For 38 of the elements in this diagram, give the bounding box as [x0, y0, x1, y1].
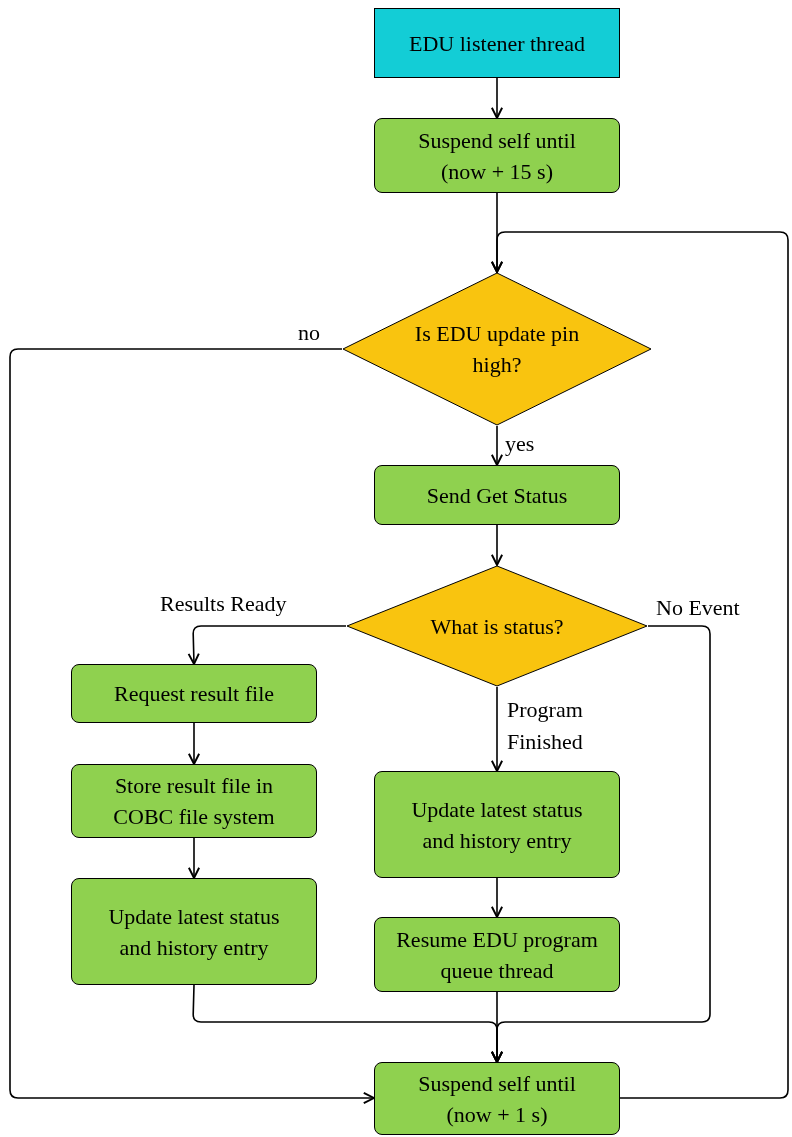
- start-box: [374, 8, 620, 78]
- arrow: [187, 837, 201, 879]
- node-text: What is status?: [430, 612, 564, 641]
- node-text: Resume EDU program queue thread: [395, 925, 599, 985]
- node-text: Suspend self until (now + 1 s): [417, 1069, 577, 1129]
- arrow: [490, 686, 504, 772]
- node-text: Update latest status and history entry: [410, 795, 584, 855]
- arrow: [490, 991, 504, 1063]
- process-box: [374, 1062, 620, 1135]
- decision-diamond: [346, 565, 648, 687]
- arrow: [490, 425, 504, 466]
- process-box: [71, 764, 317, 838]
- process-box: [374, 118, 620, 193]
- node-text: Request result file: [112, 680, 276, 708]
- edge-label: yes: [505, 430, 535, 458]
- edge-label: Program Finished: [507, 696, 584, 756]
- arrow: [490, 524, 504, 566]
- process-box: [374, 917, 620, 992]
- node-text: Send Get Status: [425, 481, 569, 510]
- edge-label: no: [298, 319, 320, 347]
- arrow: [187, 722, 201, 765]
- arrow: [187, 625, 347, 665]
- node-text: Update latest status and history entry: [107, 902, 281, 962]
- arrow: [490, 877, 504, 918]
- arrow: [9, 348, 375, 1105]
- process-box: [71, 878, 317, 985]
- node-text: EDU listener thread: [408, 29, 586, 58]
- node-text: Is EDU update pin high?: [413, 320, 581, 379]
- edge-label: No Event: [656, 594, 740, 622]
- node-text: Store result file in COBC file system: [112, 772, 276, 831]
- decision-diamond: [342, 272, 652, 426]
- arrow: [490, 77, 504, 119]
- process-box: [374, 771, 620, 878]
- process-box: [71, 664, 317, 723]
- node-text: Suspend self until (now + 15 s): [417, 126, 577, 186]
- process-box: [374, 465, 620, 525]
- arrow: [490, 231, 789, 1099]
- edge-label: Results Ready: [160, 590, 287, 618]
